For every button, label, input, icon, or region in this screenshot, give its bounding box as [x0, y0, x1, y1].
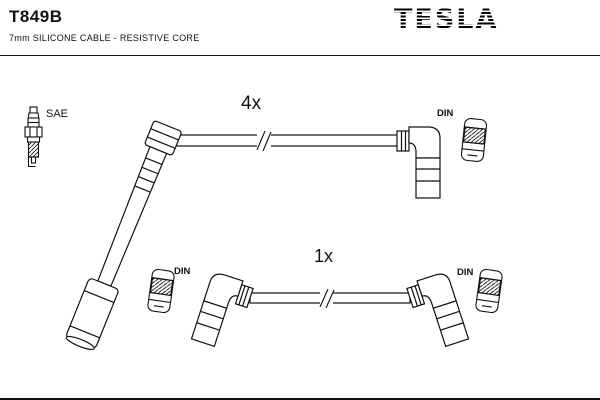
spark-plug-boot [65, 120, 182, 351]
main-cable [171, 134, 399, 147]
part-number: T849B [9, 7, 63, 26]
bottom-border [0, 398, 600, 400]
main-cable-break-mark [256, 130, 272, 152]
din-label-right: DIN [457, 267, 474, 278]
single-lead-right-boot [405, 270, 470, 353]
single-lead-left-boot [190, 270, 255, 353]
distributor-boot [396, 126, 441, 199]
main-cable-assembly [65, 117, 488, 351]
din-terminal-icon-right [474, 268, 504, 314]
din-label-main: DIN [437, 108, 454, 119]
sae-label: SAE [46, 108, 69, 120]
single-cable-break-mark [319, 288, 335, 309]
din-terminal-icon-left [146, 268, 176, 314]
din-terminal-icon-main [460, 117, 488, 163]
spark-plug-icon [24, 106, 43, 168]
tesla-brand-logo: TESLA [394, 4, 499, 35]
header-divider [0, 55, 600, 56]
single-cable-assembly [146, 268, 504, 353]
main-quantity-label: 4x [241, 93, 262, 114]
din-label-left: DIN [174, 266, 191, 277]
cable-description: 7mm SILICONE CABLE - RESISTIVE CORE [9, 33, 200, 43]
single-quantity-label: 1x [314, 246, 334, 266]
